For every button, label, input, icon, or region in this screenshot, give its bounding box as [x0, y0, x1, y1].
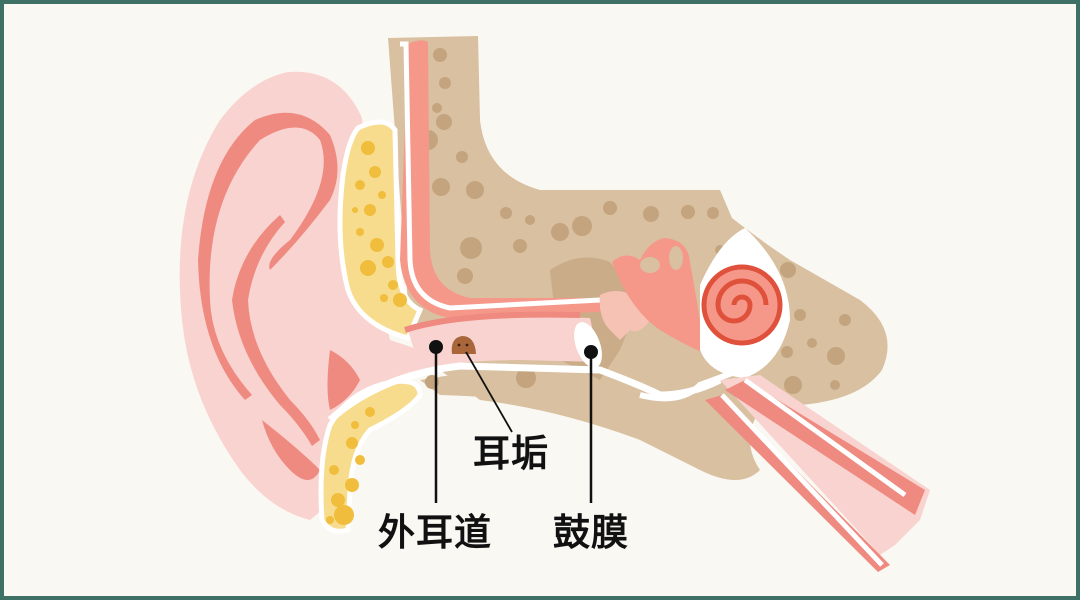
leader-lines	[429, 340, 598, 503]
earwax-label: 耳垢	[473, 432, 549, 475]
lower-cartilage	[318, 378, 423, 534]
eustachian-tube	[639, 369, 930, 572]
eardrum-label: 鼓膜	[553, 511, 629, 554]
cochlea	[700, 228, 790, 378]
ear-canal-label: 外耳道	[378, 511, 492, 554]
earwax	[451, 336, 476, 354]
upper-cartilage	[337, 119, 424, 341]
ear-canal	[327, 40, 722, 423]
